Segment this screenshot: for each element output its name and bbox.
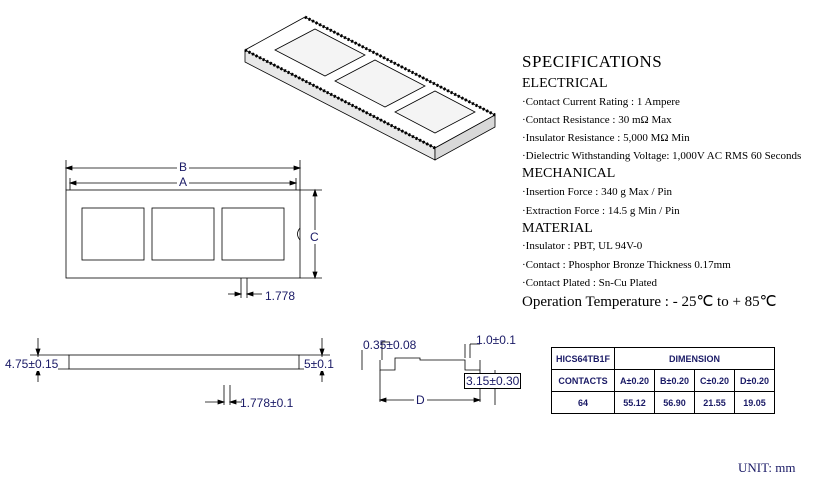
contacts-label-cell: CONTACTS (551, 369, 615, 392)
dimension-label-a: A (177, 175, 190, 189)
dimension-table: HICS64TB1F DIMENSION CONTACTS A±0.20 B±0… (551, 347, 775, 414)
material-heading: MATERIAL (522, 221, 593, 236)
dimension-label-lead-width: 1.0±0.1 (476, 333, 516, 347)
dimension-label-pitch-top: 1.778 (265, 289, 296, 303)
dimension-value-cell: 19.05 (734, 391, 775, 414)
operation-temperature: Operation Temperature : - 25℃ to + 85℃ (522, 294, 777, 310)
specifications-title: SPECIFICATIONS (522, 52, 663, 71)
spec-item: ·Dielectric Withstanding Voltage: 1,000V… (522, 150, 802, 162)
top-view-drawing (64, 160, 322, 298)
dimension-value-cell: 56.90 (654, 391, 695, 414)
column-header-cell: A±0.20 (614, 369, 655, 392)
dimension-value-cell: 55.12 (614, 391, 655, 414)
dimension-label-height-left: 4.75±0.15 (5, 357, 59, 371)
spec-item: ·Contact Plated : Sn-Cu Plated (522, 277, 658, 289)
dimension-label-c: C (308, 230, 321, 244)
dimension-label-b: B (177, 160, 190, 174)
dimension-label-d: D (414, 393, 427, 407)
dimension-value-cell: 21.55 (694, 391, 735, 414)
mechanical-heading: MECHANICAL (522, 166, 616, 181)
column-header-cell: B±0.20 (654, 369, 695, 392)
dimension-header-cell: DIMENSION (614, 347, 775, 370)
column-header-cell: C±0.20 (694, 369, 735, 392)
spec-item: ·Contact : Phosphor Bronze Thickness 0.1… (522, 259, 731, 271)
spec-item: ·Insertion Force : 340 g Max / Pin (522, 186, 673, 198)
socket-isometric-illustration (244, 15, 496, 161)
spec-item: ·Insulator Resistance : 5,000 MΩ Min (522, 132, 690, 144)
electrical-heading: ELECTRICAL (522, 76, 608, 91)
part-number-cell: HICS64TB1F (551, 347, 615, 370)
dimension-label-contact-thickness: 0.35±0.08 (363, 338, 417, 352)
column-header-cell: D±0.20 (734, 369, 775, 392)
spec-item: ·Insulator : PBT, UL 94V-0 (522, 240, 643, 252)
spec-item: ·Contact Current Rating : 1 Ampere (522, 96, 680, 108)
contacts-value-cell: 64 (551, 391, 615, 414)
spec-item: ·Contact Resistance : 30 mΩ Max (522, 114, 672, 126)
dimension-label-height-right: 5±0.1 (304, 357, 334, 371)
unit-label: UNIT: mm (738, 460, 796, 475)
dimension-label-lead-length: 3.15±0.30 (464, 373, 522, 389)
dimension-label-pitch-side: 1.778±0.1 (240, 396, 294, 410)
spec-item: ·Extraction Force : 14.5 g Min / Pin (522, 205, 680, 217)
